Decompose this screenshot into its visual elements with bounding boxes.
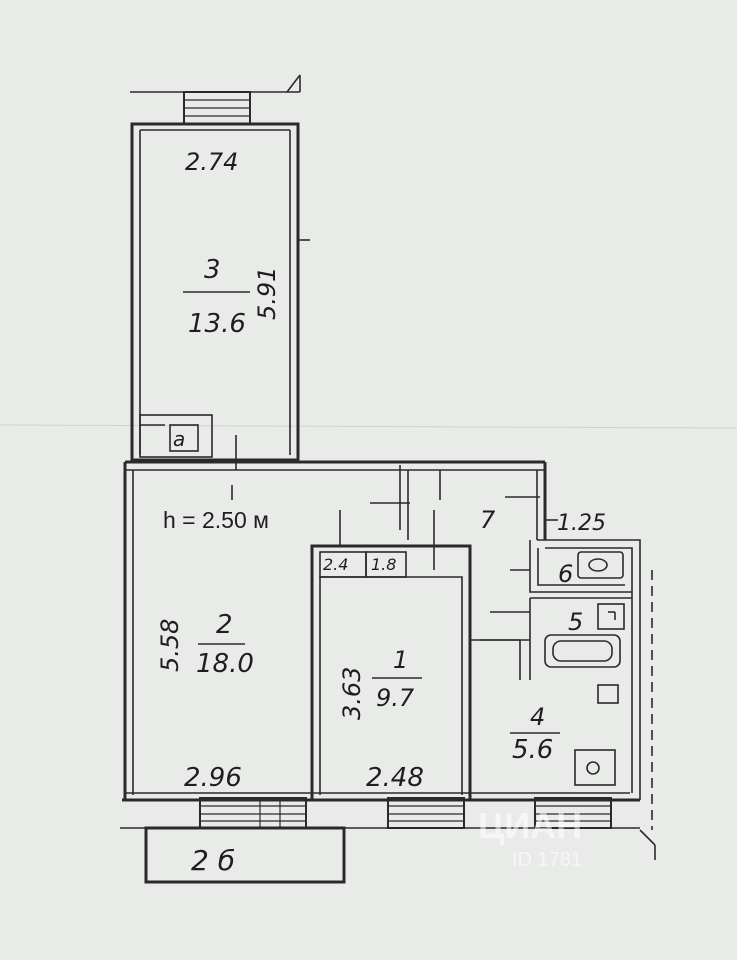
room-3-walls: [130, 74, 310, 462]
room-1-number: 1: [393, 646, 408, 674]
room-2-length-label: 5.58: [156, 619, 184, 672]
room-4-number: 4: [530, 703, 545, 731]
room-7-number: 7: [480, 506, 496, 534]
corridor-dimension-label: 1.25: [557, 511, 606, 536]
room-1-area: 9.7: [376, 684, 415, 712]
paper-fold-line: [0, 424, 737, 429]
room-3-number: 3: [204, 255, 221, 285]
stove-fixture: [574, 749, 616, 786]
closet-2-4-label: 2.4: [323, 555, 348, 574]
room-1-length-label: 3.63: [338, 667, 366, 720]
room-2-width-label: 2.96: [184, 763, 242, 793]
balcony: [144, 826, 346, 884]
ceiling-height: h = 2.50 м: [163, 507, 269, 533]
bath-wc-walls: [470, 540, 632, 680]
room-1-walls: [310, 544, 472, 800]
toilet-fixture: [577, 551, 624, 579]
room-1-width-label: 2.48: [366, 763, 424, 793]
closet-1-8-label: 1.8: [371, 555, 396, 574]
bottom-windows: [199, 797, 612, 829]
room-5-number: 5: [568, 608, 583, 636]
room-4-area: 5.6: [512, 735, 553, 765]
room-3-width-label: 2.74: [185, 148, 238, 176]
watermark-id: ID 1781: [512, 849, 582, 871]
kitchen-sink-fixture: [597, 684, 619, 704]
closet-a-label: a: [173, 427, 185, 451]
watermark-brand: ЦИАН: [478, 805, 582, 846]
corridor-partitions: [370, 465, 540, 570]
closet-1-8-box: [365, 551, 407, 578]
room-3-area: 13.6: [188, 309, 246, 339]
room-6-number: 6: [558, 560, 573, 588]
fixtures: [544, 551, 625, 786]
room-2-number: 2: [216, 610, 233, 640]
door-markers: [231, 435, 558, 545]
closet-a-walls: [139, 414, 213, 458]
sink-fixture: [597, 603, 625, 630]
bathtub-fixture: [544, 634, 621, 668]
room-3-length-label: 5.91: [253, 267, 281, 320]
room-2-area: 18.0: [196, 649, 254, 679]
balcony-label: 2 б: [191, 844, 235, 877]
